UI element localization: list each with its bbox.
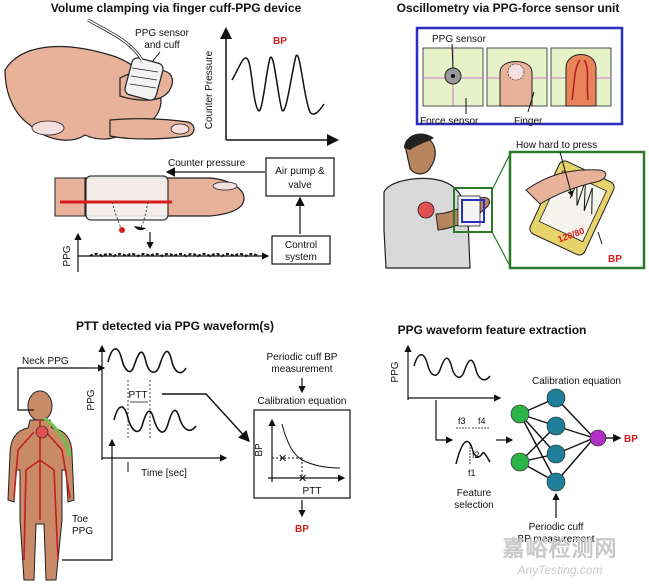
calibration-point-1: ✕ [278, 453, 287, 465]
phone-highlight-green [453, 187, 493, 233]
finger-highlight-blue [461, 199, 485, 223]
finger-label: Finger [514, 116, 543, 127]
calibration-x-label: PTT [303, 486, 322, 497]
panel-feature-extraction: PPG waveform feature extraction PPG Cali… [390, 323, 638, 545]
air-pump-label-2: valve [288, 180, 312, 191]
control-system-label-1: Control [285, 240, 317, 251]
watermark-cn: 嘉峪检测网 [502, 536, 617, 561]
hidden-node-4 [546, 472, 566, 492]
panel-ptt: PTT detected via PPG waveform(s) Neck PP… [7, 319, 351, 581]
fe-ppg-waveform [413, 354, 491, 381]
control-system-label-2: system [285, 252, 317, 263]
control-system-box [271, 235, 331, 265]
calibration-label-right: Calibration equation [532, 376, 621, 387]
person-illustration [383, 133, 493, 269]
watermark-url: AnyTesting.com [517, 563, 603, 577]
ppg-sensor-label-right: PPG sensor [432, 34, 487, 45]
neck-ppg-label: Neck PPG [22, 356, 69, 367]
bp-label-top-right: BP [608, 254, 622, 265]
panel-title-volume-clamping: Volume clamping via finger cuff-PPG devi… [51, 1, 302, 15]
counter-pressure-axis-label: Counter Pressure [204, 50, 215, 129]
panel-volume-clamping: Volume clamping via finger cuff-PPG devi… [4, 1, 339, 272]
periodic-cuff-fe-label-2: BP measurement [517, 534, 594, 545]
panel-title-ptt: PTT detected via PPG waveform(s) [76, 319, 274, 333]
time-axis-label: Time [sec] [141, 468, 187, 479]
heart-icon [35, 425, 49, 439]
hand-illustration [4, 18, 195, 141]
periodic-cuff-fe-label-1: Periodic cuff [529, 522, 584, 533]
single-pulse-waveform [455, 440, 491, 465]
calibration-label-left: Calibration equation [258, 396, 347, 407]
panel-oscillometry: Oscillometry via PPG-force sensor unit P… [383, 1, 646, 270]
counter-pressure-waveform [231, 54, 325, 115]
air-pump-label-1: Air pump & [275, 166, 325, 177]
force-sensor-label: Force sensor [420, 116, 479, 127]
hidden-node-3 [546, 444, 566, 464]
toe-label: Toe [72, 514, 89, 525]
how-hard-label: How hard to press [516, 140, 597, 151]
toe-ppg-label: PPG [72, 526, 93, 537]
ppg-axis-label-top: PPG [62, 245, 73, 266]
input-node-2 [510, 452, 530, 472]
f3-label: f3 [458, 416, 466, 426]
calibration-y-label: BP [254, 443, 265, 457]
periodic-cuff-label-2: measurement [271, 364, 332, 375]
cuff-body [85, 175, 169, 221]
panel-title-feature-extraction: PPG waveform feature extraction [398, 323, 587, 337]
bp-label-top-left: BP [273, 36, 287, 47]
led-emitter [119, 227, 125, 233]
selection-label: selection [454, 500, 493, 511]
calibration-point-2: ✕ [298, 473, 307, 485]
ptt-label: PTT [129, 390, 148, 401]
periodic-cuff-label-1: Periodic cuff BP [267, 352, 338, 363]
counter-pressure-label: Counter pressure [168, 158, 246, 169]
ppg-axis-label-bottom: PPG [86, 389, 97, 410]
sensor-detail-box [415, 26, 624, 126]
f1-label: f1 [468, 468, 476, 478]
and-cuff-label: and cuff [144, 40, 180, 51]
f2-label: f2 [472, 450, 480, 460]
hidden-node-1 [546, 388, 566, 408]
ppg-axis-label-fe: PPG [390, 361, 401, 382]
panel-title-oscillometry: Oscillometry via PPG-force sensor unit [397, 1, 620, 15]
f4-label: f4 [478, 416, 486, 426]
finger-cross-section [54, 175, 245, 233]
toe-ppg-waveform [113, 406, 197, 433]
neck-ppg-waveform [107, 348, 187, 374]
input-node-1 [510, 404, 530, 424]
arteries [13, 420, 71, 561]
bp-label-bottom-left: BP [295, 524, 309, 535]
feature-label: Feature [457, 488, 492, 499]
air-pump-box [265, 157, 335, 197]
hidden-node-2 [546, 416, 566, 436]
phone-detail-box [508, 150, 646, 270]
output-node [589, 429, 607, 447]
ppg-sensor-label: PPG sensor [135, 28, 190, 39]
body-silhouette [7, 390, 75, 581]
bp-label-bottom-right: BP [624, 434, 638, 445]
